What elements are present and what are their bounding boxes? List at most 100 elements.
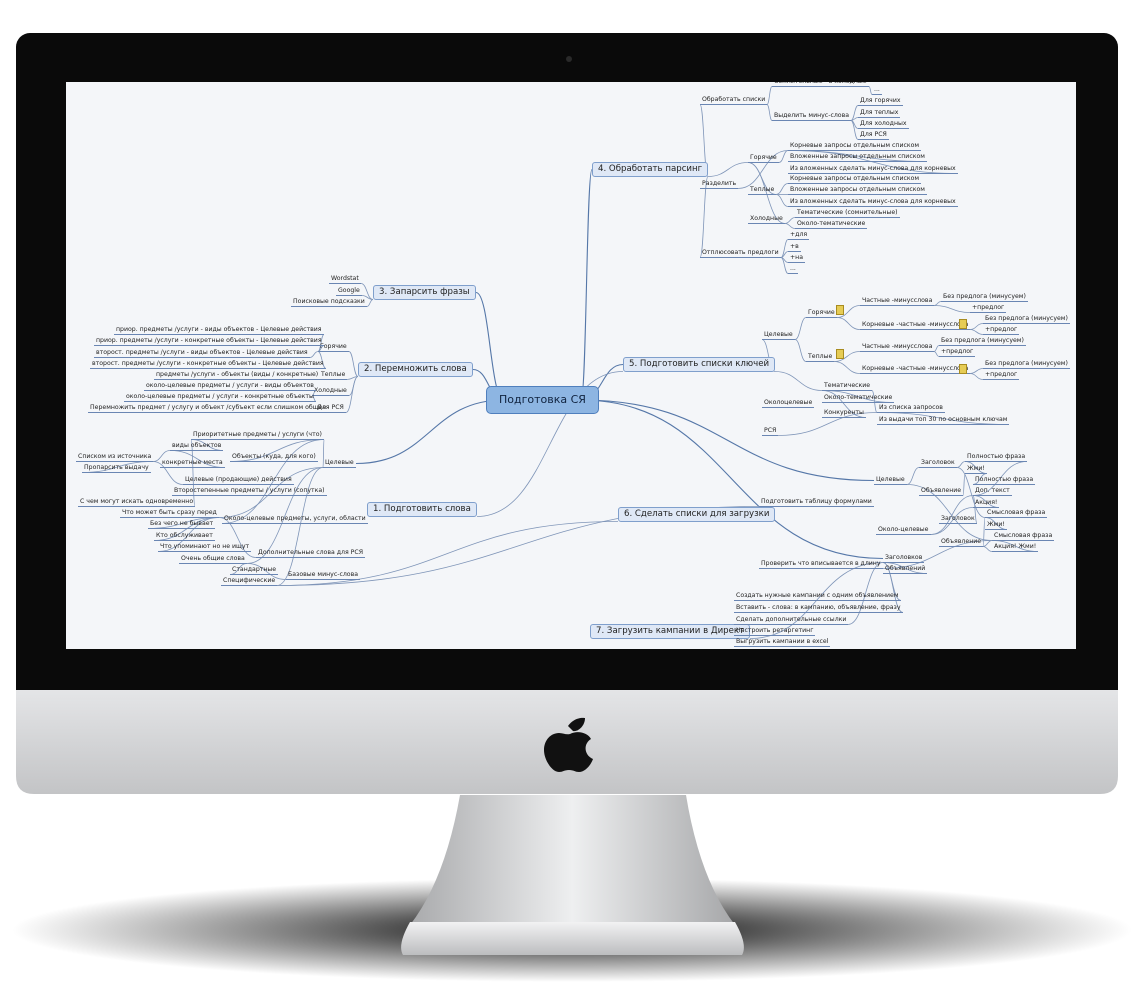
leaf-node[interactable]: Очень общие слова bbox=[179, 555, 247, 564]
leaf-node[interactable]: Вложенные запросы отдельным списком bbox=[788, 153, 927, 162]
leaf-node[interactable]: Вложенные запросы отдельным списком bbox=[788, 186, 927, 195]
leaf-node[interactable]: +предлог bbox=[983, 326, 1020, 335]
leaf-node[interactable]: приор. предметы /услуги - конкретные объ… bbox=[94, 337, 324, 346]
branch-node[interactable]: 3. Запарсить фразы bbox=[373, 285, 476, 300]
leaf-node[interactable]: Объявлений bbox=[883, 565, 928, 574]
leaf-node[interactable]: Частные -минусслова bbox=[860, 297, 935, 306]
leaf-node[interactable]: Заголовок bbox=[919, 459, 957, 468]
leaf-node[interactable]: Корневые запросы отдельным списком bbox=[788, 175, 922, 184]
leaf-node[interactable]: Горячие bbox=[806, 309, 837, 318]
leaf-node[interactable]: Обработать списки bbox=[700, 96, 768, 105]
leaf-node[interactable]: Без предлога (минусуем) bbox=[941, 293, 1028, 302]
leaf-node[interactable]: Из вложенных сделать минус-слова для кор… bbox=[788, 198, 958, 207]
leaf-node[interactable]: Холодные bbox=[748, 215, 785, 224]
leaf-node[interactable]: Горячие bbox=[748, 154, 779, 163]
branch-node[interactable]: 5. Подготовить списки ключей bbox=[623, 357, 776, 372]
leaf-node[interactable]: Проверить что вписывается в длину bbox=[759, 560, 883, 569]
leaf-node[interactable]: Акция! Жми! bbox=[992, 543, 1039, 552]
branch-node[interactable]: 7. Загрузить кампании в Директ bbox=[590, 624, 751, 639]
leaf-node[interactable]: Заголовков bbox=[883, 554, 925, 563]
leaf-node[interactable]: Кто обслуживает bbox=[154, 532, 215, 541]
leaf-node[interactable]: Теплые bbox=[748, 186, 777, 195]
leaf-node[interactable]: Около-целевые предметы, услуги, области bbox=[222, 515, 368, 524]
leaf-node[interactable]: приор. предметы /услуги - виды объектов … bbox=[114, 326, 324, 335]
leaf-node[interactable]: Без предлога (минусуем) bbox=[983, 315, 1070, 324]
leaf-node[interactable]: Корневые запросы отдельным списком bbox=[788, 142, 922, 151]
leaf-node[interactable]: Что упоминают но не ищут bbox=[158, 543, 252, 552]
leaf-node[interactable]: Около-целевые bbox=[876, 526, 931, 535]
leaf-node[interactable]: ... bbox=[788, 265, 798, 274]
leaf-node[interactable]: Теплые bbox=[319, 371, 348, 380]
leaf-node[interactable]: Тематические (сомнительные) bbox=[795, 209, 900, 218]
leaf-node[interactable]: Без предлога (минусуем) bbox=[939, 337, 1026, 346]
leaf-node[interactable]: Тематические bbox=[822, 382, 873, 391]
leaf-node[interactable]: Из выдачи топ 30 по основным ключам bbox=[877, 416, 1010, 425]
leaf-node[interactable]: Для РСЯ bbox=[315, 404, 346, 413]
leaf-node[interactable]: Околоцелевые bbox=[762, 399, 815, 408]
leaf-node[interactable]: Создать нужные кампании с одним объявлен… bbox=[734, 592, 901, 601]
leaf-node[interactable]: ... bbox=[872, 86, 882, 95]
leaf-node[interactable]: Приоритетные предметы / услуги (что) bbox=[191, 431, 324, 440]
leaf-node[interactable]: Целевые bbox=[874, 476, 907, 485]
leaf-node[interactable]: Отплюсовать предлоги bbox=[700, 249, 781, 258]
leaf-node[interactable]: Корневые -частные -минусслова bbox=[860, 365, 971, 374]
leaf-node[interactable]: Объявление bbox=[939, 538, 984, 547]
leaf-node[interactable]: Базовые минус-слова bbox=[286, 571, 361, 580]
leaf-node[interactable]: РСЯ bbox=[762, 427, 779, 436]
leaf-node[interactable]: второст. предметы /услуги - виды объекто… bbox=[94, 349, 310, 358]
leaf-node[interactable]: Частные -минусслова bbox=[860, 343, 935, 352]
leaf-node[interactable]: Холодные bbox=[312, 387, 349, 396]
leaf-node[interactable]: Разделить bbox=[700, 180, 739, 189]
leaf-node[interactable]: +для bbox=[788, 231, 810, 240]
leaf-node[interactable]: +в bbox=[788, 243, 801, 252]
leaf-node[interactable]: Акция! bbox=[973, 499, 1000, 508]
leaf-node[interactable]: Wordstat bbox=[329, 275, 361, 284]
leaf-node[interactable]: +предлог bbox=[939, 348, 976, 357]
leaf-node[interactable]: Объявление bbox=[919, 487, 964, 496]
leaf-node[interactable]: Без чего не бывает bbox=[148, 520, 216, 529]
leaf-node[interactable]: Доп. текст bbox=[973, 487, 1012, 496]
leaf-node[interactable]: Без предлога (минусуем) bbox=[983, 360, 1070, 369]
leaf-node[interactable]: Объекты (куда, для кого) bbox=[230, 453, 318, 462]
leaf-node[interactable]: Google bbox=[336, 287, 362, 296]
branch-node[interactable]: 4. Обработать парсинг bbox=[592, 162, 709, 177]
leaf-node[interactable]: Полностью фраза bbox=[973, 476, 1036, 485]
leaf-node[interactable]: Заголовок bbox=[939, 515, 977, 524]
leaf-node[interactable]: +предлог bbox=[970, 304, 1007, 313]
leaf-node[interactable]: Около-тематические bbox=[822, 394, 895, 403]
leaf-node[interactable]: Для РСЯ bbox=[858, 131, 889, 140]
leaf-node[interactable]: Для горячих bbox=[858, 97, 903, 106]
leaf-node[interactable]: Жми! bbox=[985, 521, 1007, 530]
leaf-node[interactable]: Выгрузить кампании в excel bbox=[734, 638, 831, 647]
leaf-node[interactable]: Пропарсить выдачу bbox=[82, 464, 151, 473]
leaf-node[interactable]: Перемножить предмет / услугу и объект /с… bbox=[88, 404, 329, 413]
leaf-node[interactable]: Стандартные bbox=[230, 566, 279, 575]
leaf-node[interactable]: Конкуренты bbox=[822, 409, 866, 418]
leaf-node[interactable]: Горячие bbox=[318, 343, 349, 352]
leaf-node[interactable]: С чем могут искать одновременно bbox=[78, 498, 196, 507]
leaf-node[interactable]: Дополнительные слова для РСЯ bbox=[256, 549, 366, 558]
leaf-node[interactable]: около-целевые предметы / услуги - конкре… bbox=[124, 393, 316, 402]
leaf-node[interactable]: Из вложенных сделать минус-слова для кор… bbox=[788, 165, 958, 174]
leaf-node[interactable]: Полностью фраза bbox=[965, 453, 1028, 462]
leaf-node[interactable]: конкретные места bbox=[160, 459, 225, 468]
leaf-node[interactable]: Второстепенные предметы / услуги (сопутк… bbox=[172, 487, 327, 496]
leaf-node[interactable]: Жми! bbox=[965, 465, 987, 474]
leaf-node[interactable]: Специфические bbox=[221, 577, 278, 586]
leaf-node[interactable]: Целевые (продающие) действия bbox=[183, 476, 294, 485]
leaf-node[interactable]: Выделить минус-слова bbox=[772, 112, 852, 121]
leaf-node[interactable]: Около-тематические bbox=[795, 220, 868, 229]
leaf-node[interactable]: +на bbox=[788, 254, 806, 263]
branch-node[interactable]: 2. Перемножить слова bbox=[358, 362, 473, 377]
leaf-node[interactable]: Для теплых bbox=[858, 109, 901, 118]
leaf-node[interactable]: виды объектов bbox=[170, 442, 224, 451]
leaf-node[interactable]: Смысловая фраза bbox=[985, 509, 1048, 518]
leaf-node[interactable]: Вставить - слова: в кампанию, объявление… bbox=[734, 604, 903, 613]
leaf-node[interactable]: второст. предметы /услуги - конкретные о… bbox=[90, 360, 326, 369]
leaf-node[interactable]: Что может быть сразу перед bbox=[120, 509, 219, 518]
leaf-node[interactable]: Настроить ретаргетинг bbox=[734, 627, 816, 636]
branch-node[interactable]: 1. Подготовить слова bbox=[367, 502, 477, 517]
leaf-node[interactable]: Подготовить таблицу формулами bbox=[759, 498, 874, 507]
leaf-node[interactable]: Сделать дополнительные ссылки bbox=[734, 616, 849, 625]
leaf-node[interactable]: Списком из источника bbox=[76, 453, 154, 462]
